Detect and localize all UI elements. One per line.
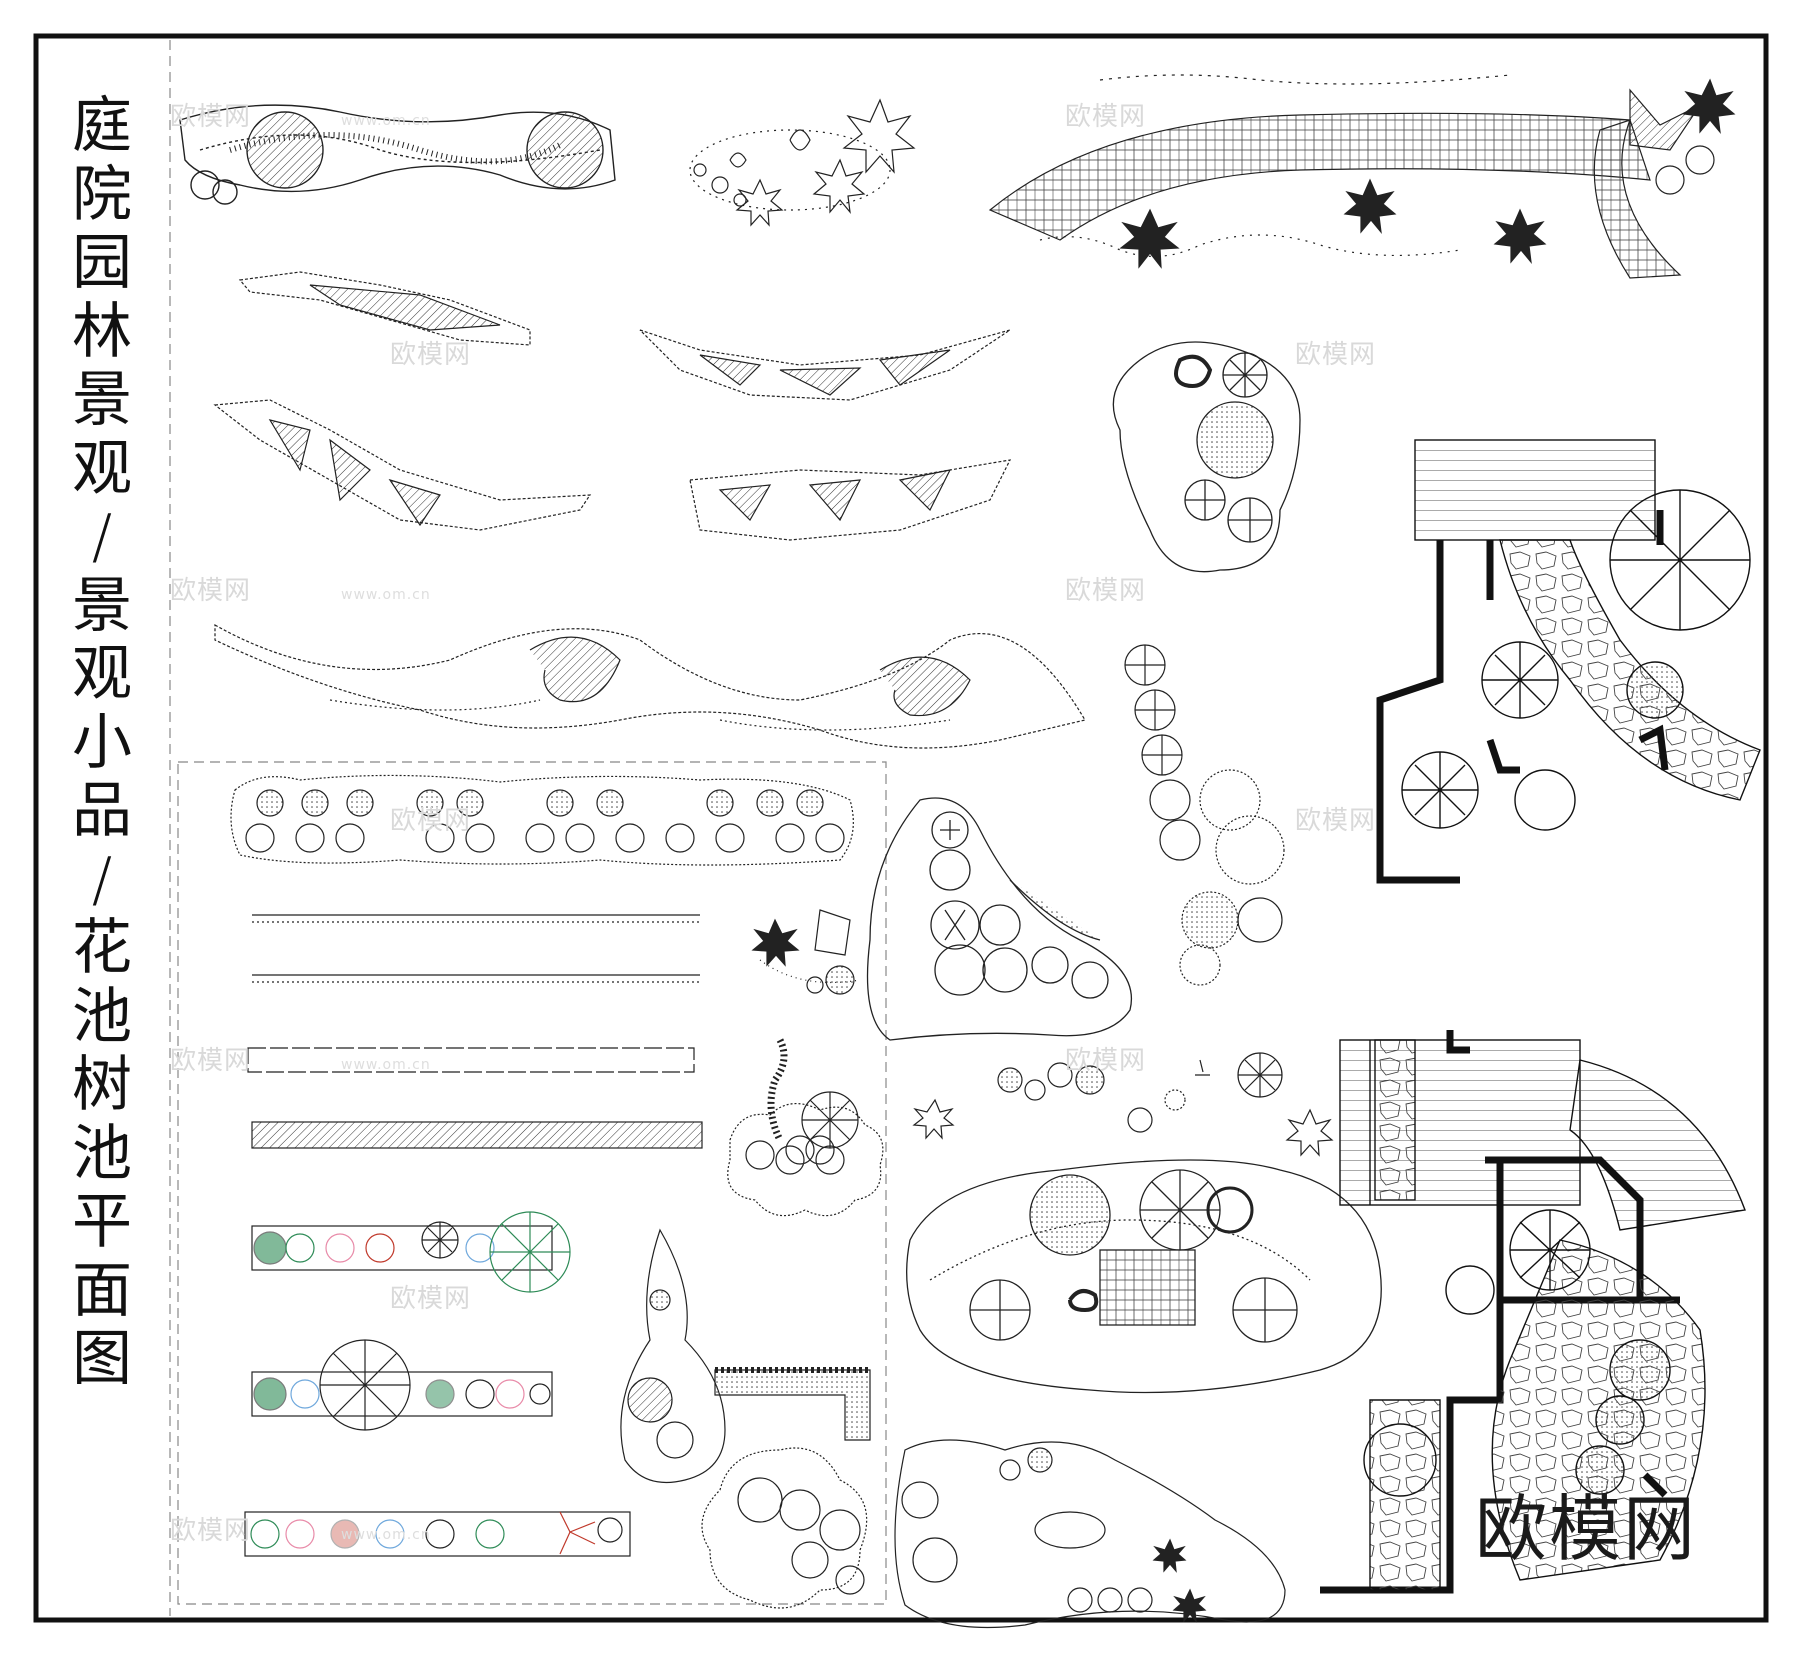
title-char: 图 [72,1324,132,1394]
flower-cluster [689,98,916,227]
tree-column [1124,644,1285,986]
shrub-items-row [912,1052,1334,1157]
brand-logo-text: 欧模网 [1475,1487,1698,1571]
triangular-bed [866,797,1132,1041]
title-char: 景 [72,365,132,435]
zigzag-beds [213,271,1012,541]
title-char: 小 [72,707,132,778]
wave-bed [214,623,1086,749]
title-char: 庭 [72,91,132,161]
shrub-row [230,774,854,866]
title-char: 林 [72,296,132,367]
title-char: 品 [72,776,132,846]
title-char: 院 [72,159,132,230]
page-title: 庭院园林景观/景观小品/花池树池平面图 [62,92,142,1394]
title-char: 观 [72,639,132,709]
planter-2 [251,1339,553,1431]
oval-bed [906,1159,1382,1394]
freeform-bed [894,1439,1286,1629]
title-char: 池 [72,1118,132,1189]
planter-3 [244,1511,631,1557]
garden-plan-upper [1376,439,1761,884]
title-char: 面 [72,1255,132,1326]
tree-cluster-bottom [701,1447,868,1609]
title-char: 景 [72,570,132,641]
title-char: 平 [72,1187,132,1257]
vase-planter [620,1228,726,1484]
garden-plan-lower [1320,1030,1746,1594]
group-frame [177,761,887,1605]
outer-frame [33,33,1769,1623]
title-char: / [91,844,113,915]
planter-1 [251,1211,571,1293]
title-char: 园 [72,228,132,298]
l-shaped-bed [714,1367,871,1441]
title-char: 树 [72,1050,132,1120]
shrub-pair [751,909,861,995]
hedge-lines [247,914,703,1149]
title-char: 观 [72,433,132,504]
title-char: / [91,502,113,572]
kidney-bed [1112,341,1301,573]
shrub-dots [245,789,845,853]
hedge-strip-top [179,104,616,205]
tree-group-small [767,1038,859,1175]
tree-cloud [727,1103,884,1217]
title-char: 花 [72,913,132,983]
paved-path-top [988,74,1736,279]
title-char: 池 [72,981,132,1052]
